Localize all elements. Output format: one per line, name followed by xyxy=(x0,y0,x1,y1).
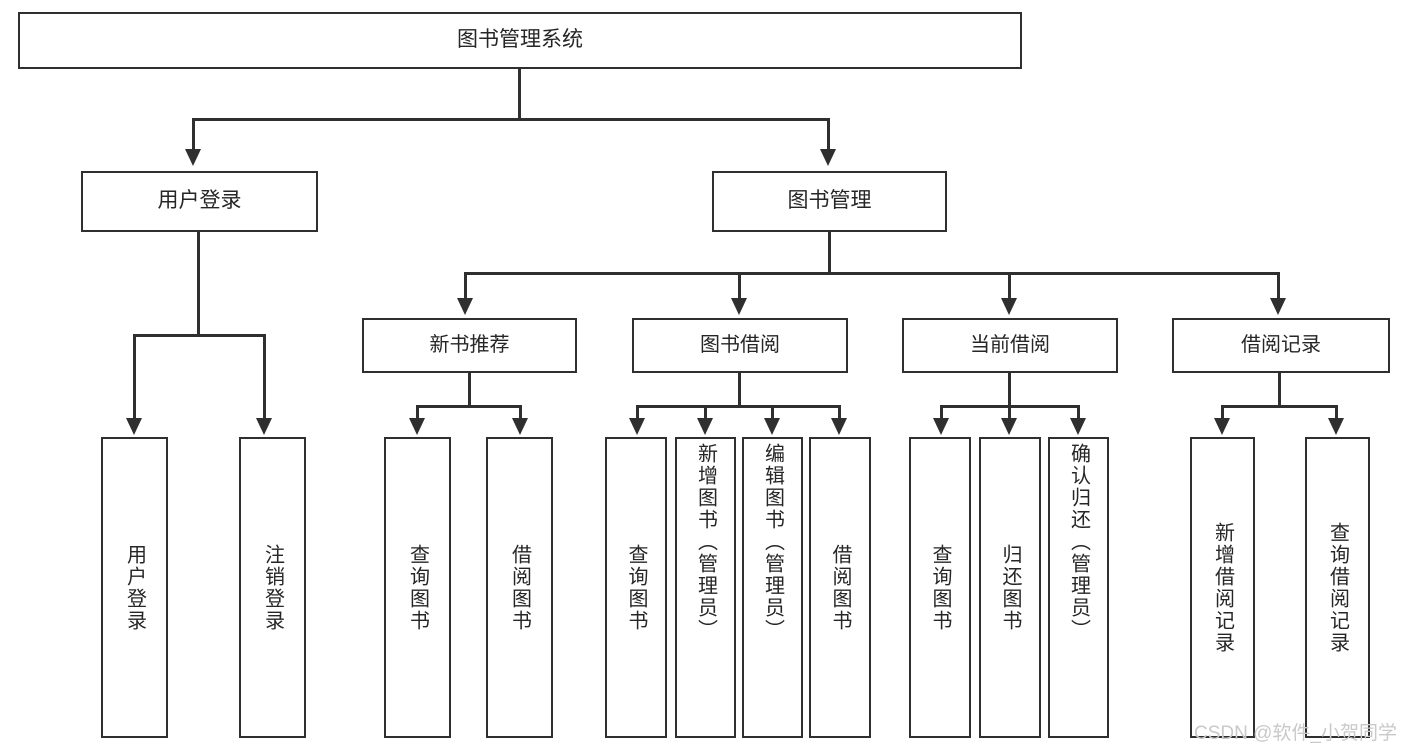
arrow-books-to-current xyxy=(1001,298,1017,315)
edge-books-to-borrow xyxy=(738,272,741,299)
edge-borrow-to-leaf1 xyxy=(636,405,639,419)
leaf-edit-book-admin[interactable]: 编辑图书（管理员） xyxy=(742,437,803,738)
edge-borrow-bus xyxy=(636,405,838,408)
arrow-login-to-leaf2 xyxy=(256,418,272,435)
leaf-label: 查询借阅记录 xyxy=(1326,521,1349,654)
arrow-login-to-leaf1 xyxy=(126,418,142,435)
leaf-label: 注销登录 xyxy=(261,543,284,632)
edge-records-to-leaf1 xyxy=(1221,405,1224,419)
edge-recommend-to-leaf1 xyxy=(416,405,419,419)
edge-login-to-leaf1 xyxy=(133,334,136,419)
leaf-label: 归还图书 xyxy=(999,543,1021,632)
edge-login-stem xyxy=(197,232,200,336)
edge-current-stem xyxy=(1008,373,1011,408)
arrow-current-to-leaf1 xyxy=(933,418,949,435)
leaf-label: 查询图书 xyxy=(406,543,429,632)
leaf-label: 新增借阅记录 xyxy=(1211,521,1234,654)
node-label: 图书借阅 xyxy=(700,334,780,356)
arrow-borrow-to-leaf1 xyxy=(629,418,645,435)
node-label: 新书推荐 xyxy=(429,334,510,356)
edge-books-stem xyxy=(828,232,831,274)
edge-login-to-leaf2 xyxy=(263,334,266,419)
leaf-borrow-books-borrow[interactable]: 借阅图书 xyxy=(809,437,871,738)
arrow-root-to-books xyxy=(820,149,836,166)
node-label: 用户登录 xyxy=(157,189,242,213)
node-label: 图书管理 xyxy=(787,189,872,213)
edge-borrow-to-leaf2 xyxy=(704,405,707,419)
leaf-add-borrow-record[interactable]: 新增借阅记录 xyxy=(1190,437,1255,738)
leaf-label: 用户登录 xyxy=(123,543,146,632)
leaf-label: 查询图书 xyxy=(929,543,951,632)
node-book-borrow[interactable]: 图书借阅 xyxy=(632,318,848,373)
leaf-label: 借阅图书 xyxy=(508,543,531,632)
leaf-label: 查询图书 xyxy=(625,543,647,632)
edge-recommend-stem xyxy=(468,373,471,408)
edge-records-to-leaf2 xyxy=(1335,405,1338,419)
edge-root-to-login xyxy=(192,118,195,151)
node-book-management[interactable]: 图书管理 xyxy=(712,171,947,232)
edge-current-to-leaf1 xyxy=(940,405,943,419)
edge-recommend-to-leaf2 xyxy=(519,405,522,419)
leaf-add-book-admin[interactable]: 新增图书（管理员） xyxy=(675,437,736,738)
edge-records-bus xyxy=(1221,405,1338,408)
node-label: 当前借阅 xyxy=(970,334,1050,356)
leaf-search-borrow-record[interactable]: 查询借阅记录 xyxy=(1305,437,1370,738)
csdn-watermark: CSDN @软件_小贺同学 xyxy=(1194,723,1397,744)
node-root-system[interactable]: 图书管理系统 xyxy=(18,12,1022,69)
edge-current-to-leaf2 xyxy=(1008,405,1011,419)
leaf-confirm-return-admin[interactable]: 确认归还（管理员） xyxy=(1048,437,1109,738)
edge-borrow-to-leaf3 xyxy=(771,405,774,419)
leaf-label: 确认归还（管理员） xyxy=(1067,443,1090,641)
node-borrow-records[interactable]: 借阅记录 xyxy=(1172,318,1390,373)
arrow-recommend-to-leaf1 xyxy=(409,418,425,435)
leaf-label: 编辑图书（管理员） xyxy=(761,443,784,641)
node-new-book-recommend[interactable]: 新书推荐 xyxy=(362,318,577,373)
arrow-records-to-leaf2 xyxy=(1328,418,1344,435)
edge-current-to-leaf3 xyxy=(1077,405,1080,419)
edge-books-to-newbooks xyxy=(464,272,467,299)
edge-recommend-bus xyxy=(416,405,522,408)
node-label: 借阅记录 xyxy=(1241,334,1321,356)
leaf-user-login[interactable]: 用户登录 xyxy=(101,437,168,738)
leaf-return-books[interactable]: 归还图书 xyxy=(979,437,1041,738)
arrow-recommend-to-leaf2 xyxy=(512,418,528,435)
leaf-search-books-recommend[interactable]: 查询图书 xyxy=(384,437,451,738)
leaf-label: 新增图书（管理员） xyxy=(694,443,717,641)
node-user-login[interactable]: 用户登录 xyxy=(81,171,318,232)
arrow-borrow-to-leaf3 xyxy=(764,418,780,435)
edge-root-stem xyxy=(518,69,521,120)
edge-borrow-to-leaf4 xyxy=(838,405,841,419)
arrow-borrow-to-leaf2 xyxy=(697,418,713,435)
leaf-search-books-current[interactable]: 查询图书 xyxy=(909,437,971,738)
edge-records-stem xyxy=(1278,373,1281,408)
arrow-current-to-leaf2 xyxy=(1001,418,1017,435)
edge-root-bus xyxy=(192,118,830,121)
node-label: 图书管理系统 xyxy=(457,28,583,52)
arrow-books-to-records xyxy=(1270,298,1286,315)
leaf-logout[interactable]: 注销登录 xyxy=(239,437,306,738)
arrow-records-to-leaf1 xyxy=(1214,418,1230,435)
arrow-borrow-to-leaf4 xyxy=(831,418,847,435)
edge-books-to-current xyxy=(1008,272,1011,299)
edge-books-to-records xyxy=(1277,272,1280,299)
arrow-books-to-borrow xyxy=(731,298,747,315)
leaf-borrow-books-recommend[interactable]: 借阅图书 xyxy=(486,437,553,738)
edge-borrow-stem xyxy=(738,373,741,408)
leaf-search-books-borrow[interactable]: 查询图书 xyxy=(605,437,667,738)
arrow-current-to-leaf3 xyxy=(1070,418,1086,435)
arrow-root-to-login xyxy=(185,149,201,166)
arrow-books-to-newbooks xyxy=(457,298,473,315)
edge-login-bus xyxy=(133,334,266,337)
node-current-borrow[interactable]: 当前借阅 xyxy=(902,318,1118,373)
edge-books-bus xyxy=(464,272,1280,275)
edge-root-to-books xyxy=(827,118,830,151)
leaf-label: 借阅图书 xyxy=(829,543,851,632)
